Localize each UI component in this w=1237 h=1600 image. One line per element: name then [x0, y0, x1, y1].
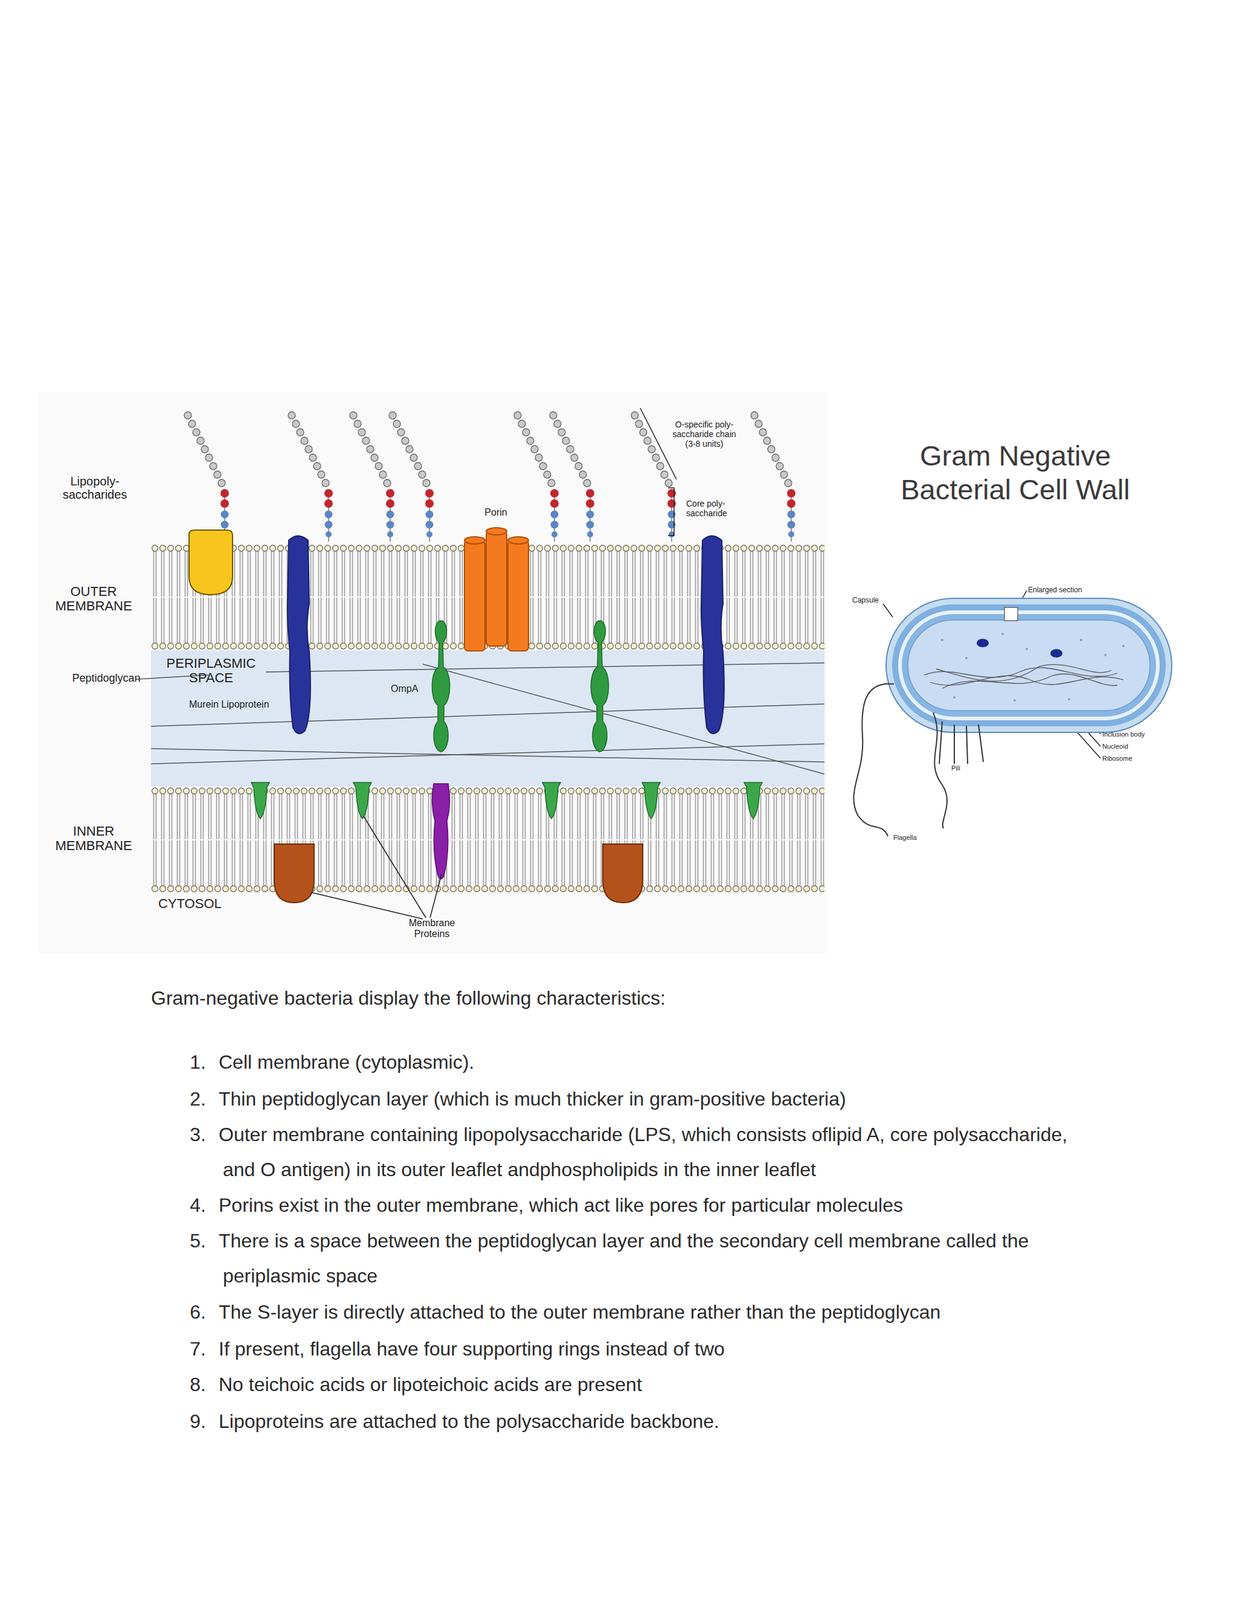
list-item: Cell membrane (cytoplasmic). [218, 1044, 1099, 1080]
inner-membrane-leaflet [151, 840, 825, 894]
diagram-label: Ribosome [1102, 755, 1169, 763]
porin-shape [464, 527, 529, 652]
list-item: No teichoic acids or lipoteichoic acids … [218, 1367, 1099, 1403]
ompa-protein [590, 620, 609, 752]
diagram-label: Membrane Proteins [401, 918, 463, 940]
diagram-label: Core poly- saccharide [686, 498, 741, 519]
diagram-label: PERIPLASMIC SPACE [158, 656, 264, 686]
diagram-title: Gram Negative Bacterial Cell Wall [876, 439, 1155, 507]
inner-membrane-protein [353, 782, 372, 820]
list-item: There is a space between the peptidoglyc… [218, 1223, 1099, 1294]
diagram-label: INNER MEMBRANE [51, 824, 136, 854]
bacterium-cell [853, 598, 1172, 837]
diagram-label: Peptidoglycan [64, 672, 149, 685]
diagram-label: Flagella [893, 834, 942, 842]
inner-membrane-protein [602, 844, 643, 903]
diagram-label: Nucleoid [1102, 742, 1169, 751]
murein-lipoprotein [287, 536, 311, 734]
list-item: If present, flagella have four supportin… [218, 1331, 1099, 1367]
murein-lipoprotein [701, 536, 725, 734]
inner-membrane-protein [744, 782, 763, 820]
inner-membrane-protein [251, 782, 270, 820]
transmembrane-protein [431, 783, 450, 880]
diagram-label: CYTOSOL [158, 896, 243, 912]
diagram-label: O-specific poly- saccharide chain (3-8 u… [668, 419, 741, 449]
list-item: Outer membrane containing lipopolysaccha… [218, 1117, 1099, 1188]
list-number: 7. [175, 1331, 206, 1367]
list-item: The S-layer is directly attached to the … [218, 1294, 1099, 1331]
diagram-label: Porin [477, 507, 515, 519]
lipopolysaccharide-chains [184, 411, 796, 542]
diagram-label: Pili [951, 764, 988, 773]
diagram-label: Enlarged section [1028, 585, 1101, 595]
diagram-label: Lipopoly- saccharides [58, 474, 132, 502]
inner-membrane-protein [274, 844, 315, 903]
list-item: Porins exist in the outer membrane, whic… [218, 1188, 1099, 1224]
list-number: 6. [175, 1294, 206, 1331]
diagram-label: OmpA [390, 683, 434, 695]
inner-membrane-protein [642, 782, 661, 820]
ompa-protein [431, 620, 450, 752]
intro-text: Gram-negative bacteria display the follo… [151, 980, 1178, 1016]
list-number: 8. [175, 1367, 206, 1403]
inner-membrane-protein [542, 782, 561, 820]
diagram-label: Capsule [852, 596, 895, 605]
list-number: 2. [175, 1081, 206, 1117]
list-number: 4. [175, 1188, 206, 1224]
diagram-label: Inclusion body [1102, 730, 1169, 739]
inner-membrane-leaflet [151, 787, 825, 841]
list-number: 5. [175, 1223, 206, 1259]
outer-membrane-protein [189, 530, 233, 595]
panel-background [38, 392, 827, 955]
diagram-label: Murein Lipoprotein [189, 699, 310, 711]
list-item: Lipoproteins are attached to the polysac… [218, 1404, 1099, 1440]
list-item: Thin peptidoglycan layer (which is much … [218, 1081, 1099, 1117]
list-number: 9. [175, 1404, 206, 1440]
diagram-label: OUTER MEMBRANE [51, 584, 136, 614]
list-number: 1. [175, 1044, 206, 1080]
list-number: 3. [175, 1117, 206, 1153]
